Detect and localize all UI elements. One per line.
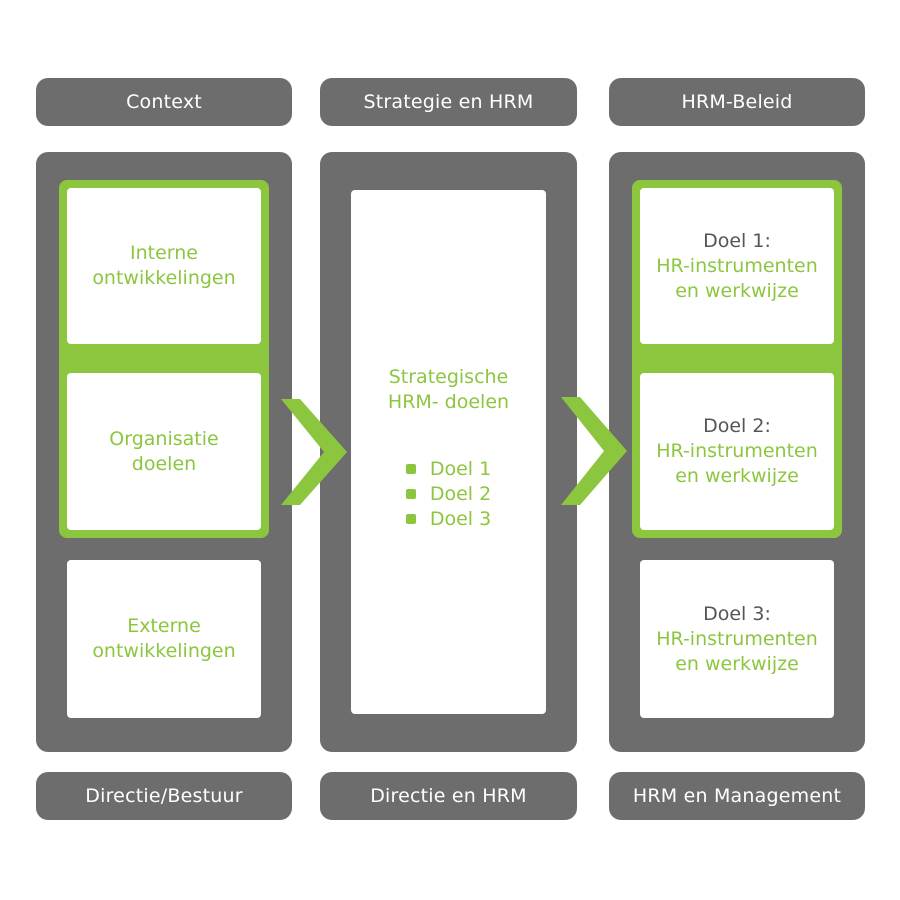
beleid-doel-2-line1: HR-instrumenten — [656, 440, 818, 462]
doel-label: Doel 1 — [429, 457, 492, 480]
organisatie-line2: doelen — [131, 452, 197, 475]
strategie-title-line1: Strategische — [388, 365, 509, 388]
beleid-doel-1-label: Doel 1: — [703, 229, 771, 252]
beleid-doel-2-label: Doel 2: — [703, 415, 771, 437]
header-strategie-en-hrm: Strategie en HRM — [320, 78, 577, 126]
footer-directie-en-hrm: Directie en HRM — [320, 772, 577, 820]
interne-line1: Interne — [130, 242, 198, 264]
doel-label: Doel 2 — [429, 482, 492, 505]
beleid-doel-2-line2: en werkwijze — [675, 465, 799, 487]
card-interne-ontwikkelingen: Interne ontwikkelingen — [67, 188, 261, 344]
card-beleid-doel-3: Doel 3: HR-instrumenten en werkwijze — [640, 560, 834, 718]
organisatie-line1: Organisatie — [109, 427, 219, 450]
card-externe-ontwikkelingen: Externe ontwikkelingen — [67, 560, 261, 718]
header-hrm-beleid: HRM-Beleid — [609, 78, 865, 126]
card-beleid-doel-2: Doel 2: HR-instrumenten en werkwijze — [640, 373, 834, 530]
list-item: Doel 3 — [405, 507, 492, 532]
bullet-square-icon — [405, 489, 416, 499]
interne-line2: ontwikkelingen — [92, 267, 236, 289]
card-organisatie-doelen: Organisatie doelen — [67, 373, 261, 530]
beleid-doel-1-line2: en werkwijze — [675, 279, 799, 302]
list-item: Doel 1 — [405, 457, 492, 482]
card-strategische-doelen: Strategische HRM- doelen Doel 1 Doel 2 D… — [351, 190, 546, 714]
list-item: Doel 2 — [405, 482, 492, 507]
beleid-doel-3-line1: HR-instrumenten — [656, 627, 818, 650]
bullet-square-icon — [405, 464, 416, 474]
footer-directie-bestuur: Directie/Bestuur — [36, 772, 292, 820]
beleid-doel-1-line1: HR-instrumenten — [656, 254, 818, 277]
externe-line1: Externe — [127, 615, 201, 637]
beleid-doel-3-line2: en werkwijze — [675, 652, 799, 675]
header-context: Context — [36, 78, 292, 126]
strategie-doelen-list: Doel 1 Doel 2 Doel 3 — [405, 457, 492, 532]
footer-hrm-en-management: HRM en Management — [609, 772, 865, 820]
beleid-doel-3-label: Doel 3: — [703, 602, 771, 625]
externe-line2: ontwikkelingen — [92, 640, 236, 662]
doel-label: Doel 3 — [429, 507, 492, 530]
card-beleid-doel-1: Doel 1: HR-instrumenten en werkwijze — [640, 188, 834, 344]
bullet-square-icon — [405, 514, 416, 524]
strategie-title-line2: HRM- doelen — [387, 390, 510, 413]
